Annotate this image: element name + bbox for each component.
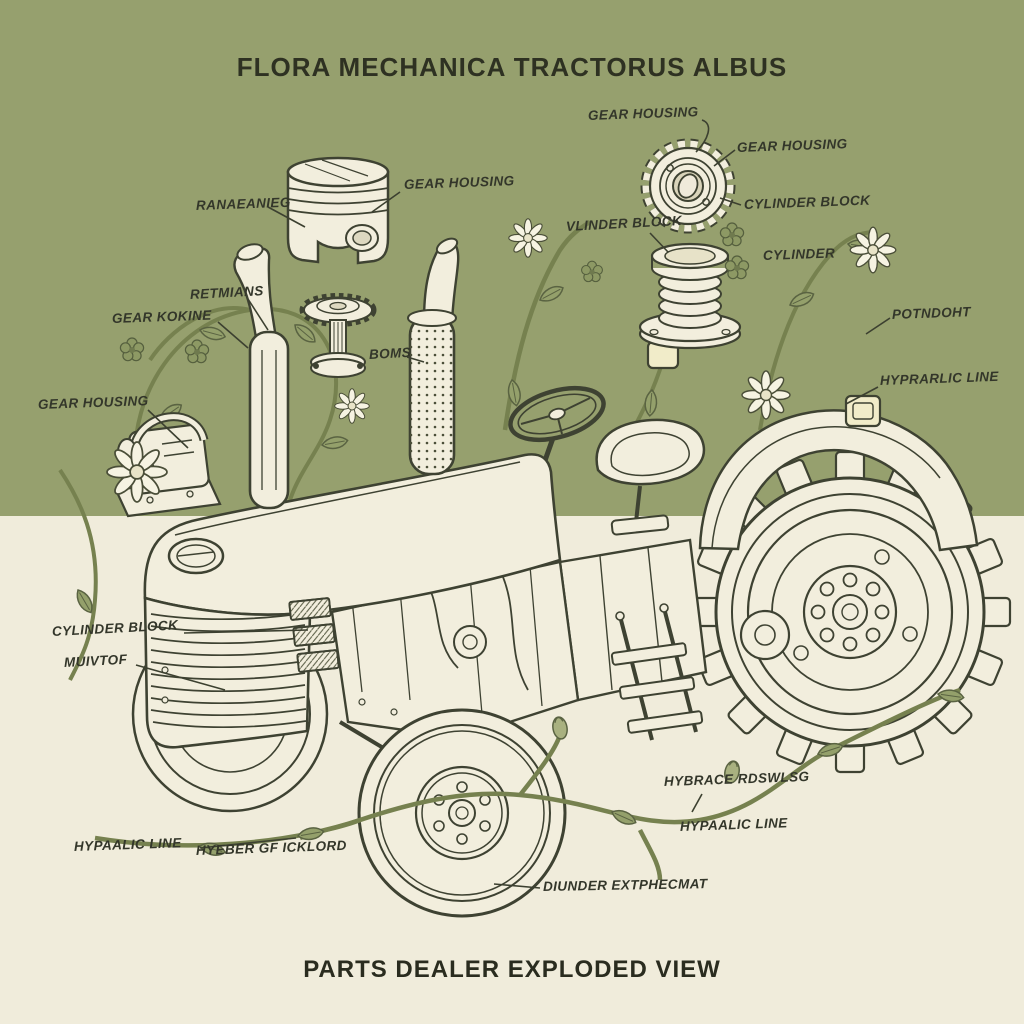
part-label-boms: BOMS: [368, 344, 412, 362]
rear-wheel: [688, 450, 1012, 774]
seat: [595, 418, 706, 536]
poster-subtitle: PARTS DEALER EXPLODED VIEW: [303, 956, 721, 983]
leader-lines: [135, 119, 891, 889]
poster-title: FLORA MECHANICA TRACTORUS ALBUS: [236, 52, 788, 82]
part-label-cylinder: CYLINDER: [762, 245, 836, 263]
fender-lamp: [844, 394, 882, 428]
part-label-diunder-extphecmat: DIUNDER EXTPHECMAT: [542, 876, 708, 894]
ladder-steps: [610, 603, 704, 741]
front-wheel: [357, 708, 567, 918]
exploded-pulley-gear: [299, 293, 377, 378]
part-label-potndoht: POTNDOHT: [891, 304, 972, 322]
fender: [698, 394, 979, 552]
exploded-spring: [638, 242, 742, 350]
exploded-piston: [286, 156, 390, 265]
exhaust-stacks: [233, 237, 460, 510]
exploded-gear: [640, 138, 736, 234]
hood-grille: [143, 453, 562, 749]
